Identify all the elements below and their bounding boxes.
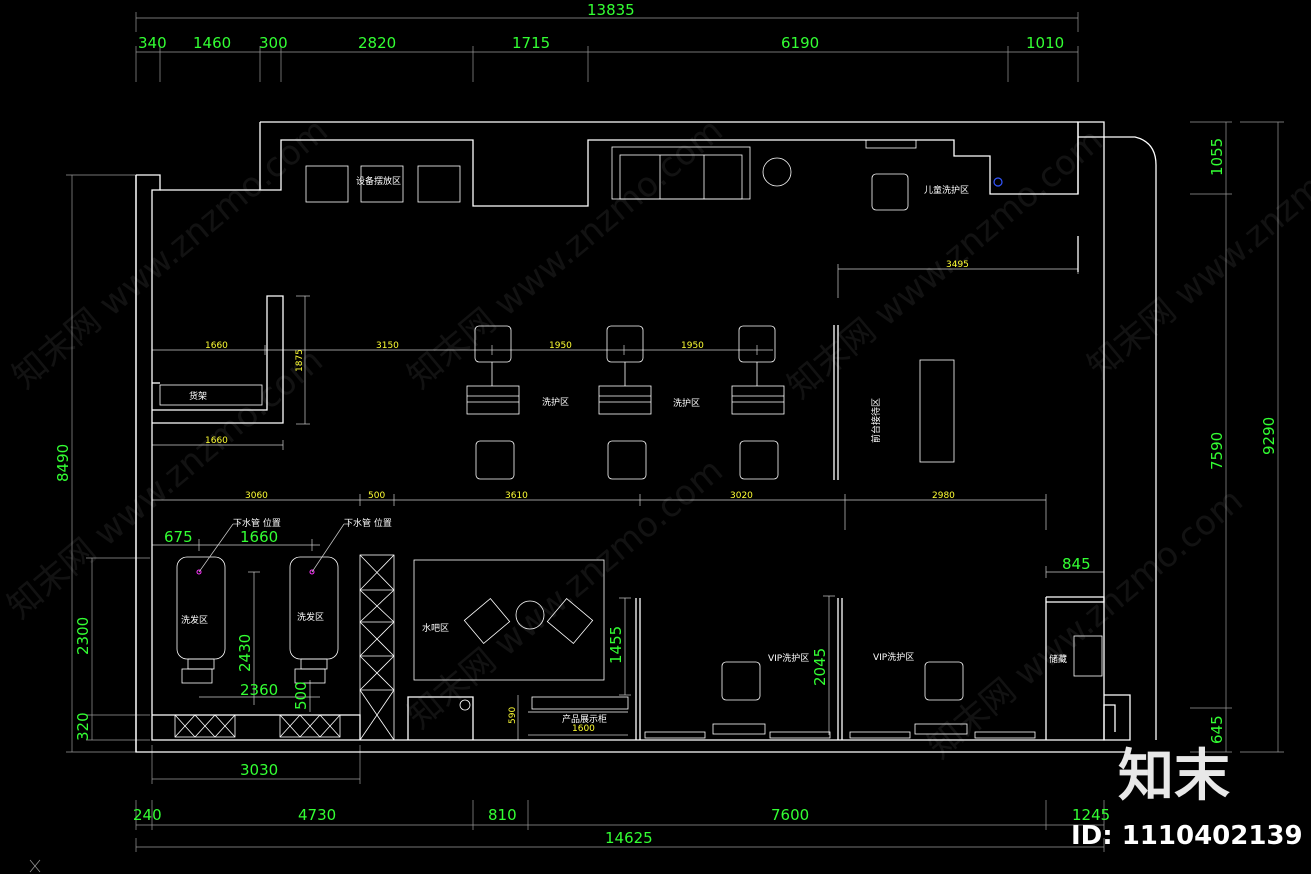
label-wash-1: 洗发区 — [181, 614, 208, 626]
watermark: 知末网 www.znzmo.com — [920, 480, 1251, 766]
label-care-1: 洗护区 — [542, 396, 569, 408]
label-display: 产品展示柜 — [562, 713, 607, 725]
left-overall-dim: 8490 — [54, 444, 72, 482]
brand-logo: 知末 — [1118, 744, 1230, 809]
right-overall-dim: 9290 — [1260, 417, 1278, 455]
top-dim: 1010 — [1026, 34, 1064, 52]
inner-dim: 3495 — [946, 260, 969, 270]
inner-dimension-lines — [152, 236, 1105, 740]
inner-dim: 500 — [292, 681, 310, 710]
inner-dim: 2980 — [932, 491, 955, 501]
watermark: 知末网 www.znzmo.com — [1080, 100, 1311, 386]
bottom-dim: 1245 — [1072, 806, 1110, 824]
label-kids: 儿童洗护区 — [924, 184, 969, 196]
right-dim: 7590 — [1208, 432, 1226, 470]
drain-marker-icon — [309, 569, 315, 575]
inner-dim: 1455 — [607, 626, 625, 664]
left-dim: 320 — [74, 712, 92, 741]
label-wash-2: 洗发区 — [297, 611, 324, 623]
label-bar: 水吧区 — [422, 622, 449, 634]
label-vip-1: VIP洗护区 — [768, 652, 809, 664]
left-dim: 2300 — [74, 617, 92, 655]
bottom-dim: 240 — [133, 806, 162, 824]
watermarks: 知末网 www.znzmo.com 知末网 www.znzmo.com 知末网 … — [0, 100, 1311, 766]
room-labels: 设备摆放区 儿童洗护区 货架 洗护区 洗护区 前台接待区 下水管 位置 下水管 … — [181, 175, 1067, 725]
inner-dim: 500 — [368, 491, 385, 501]
top-dim: 2820 — [358, 34, 396, 52]
dimension-text: 13835 340 1460 300 2820 1715 6190 1010 2… — [54, 1, 1278, 847]
top-dim: 300 — [259, 34, 288, 52]
ucs-origin-icon — [29, 859, 41, 873]
inner-dim: 1660 — [240, 528, 278, 546]
right-dim: 1055 — [1208, 138, 1226, 176]
top-dim: 1460 — [193, 34, 231, 52]
walls — [135, 121, 1157, 753]
furniture — [159, 139, 1103, 741]
label-care-2: 洗护区 — [673, 397, 700, 409]
right-dim: 645 — [1208, 715, 1226, 744]
overall-top-dim: 13835 — [587, 1, 635, 19]
top-dim: 340 — [138, 34, 167, 52]
inner-dim: 845 — [1062, 555, 1091, 573]
inner-dim: 1660 — [205, 341, 228, 351]
inner-dim: 3030 — [240, 761, 278, 779]
inner-dim: 1950 — [549, 341, 572, 351]
watermark: 知末网 www.znzmo.com — [0, 340, 331, 626]
inner-dim: 1950 — [681, 341, 704, 351]
watermark: 知末网 www.znzmo.com — [400, 450, 731, 736]
label-reception: 前台接待区 — [870, 398, 882, 443]
label-cabinet: 货架 — [189, 390, 207, 402]
inner-dim: 1875 — [295, 349, 305, 372]
overall-bottom-dim: 14625 — [605, 829, 653, 847]
inner-dim: 1600 — [572, 724, 595, 734]
drain-marker-blue-icon — [993, 177, 1003, 187]
bottom-dim: 7600 — [771, 806, 809, 824]
inner-dim: 2045 — [811, 648, 829, 686]
label-drain-1: 下水管 位置 — [233, 517, 281, 529]
label-drain-2: 下水管 位置 — [344, 517, 392, 529]
inner-dim: 590 — [508, 707, 518, 724]
dimension-lines — [66, 12, 1284, 852]
top-dim: 1715 — [512, 34, 550, 52]
inner-dim: 3610 — [505, 491, 528, 501]
bottom-dim: 810 — [488, 806, 517, 824]
drain-marker-icon — [196, 569, 202, 575]
top-dim: 6190 — [781, 34, 819, 52]
inner-dim: 3020 — [730, 491, 753, 501]
inner-dim: 1660 — [205, 436, 228, 446]
watermark: 知末网 www.znzmo.com — [5, 110, 336, 396]
label-storage: 储藏 — [1049, 653, 1067, 665]
label-vip-2: VIP洗护区 — [873, 651, 914, 663]
watermark: 知末网 www.znzmo.com — [400, 110, 731, 396]
inner-dim: 3060 — [245, 491, 268, 501]
image-id: ID: 1110402139 — [1071, 821, 1303, 851]
inner-dim: 2360 — [240, 681, 278, 699]
label-equipment: 设备摆放区 — [356, 175, 401, 187]
inner-dim: 675 — [164, 528, 193, 546]
inner-dim: 3150 — [376, 341, 399, 351]
inner-dim: 2430 — [236, 634, 254, 672]
bottom-dim: 4730 — [298, 806, 336, 824]
